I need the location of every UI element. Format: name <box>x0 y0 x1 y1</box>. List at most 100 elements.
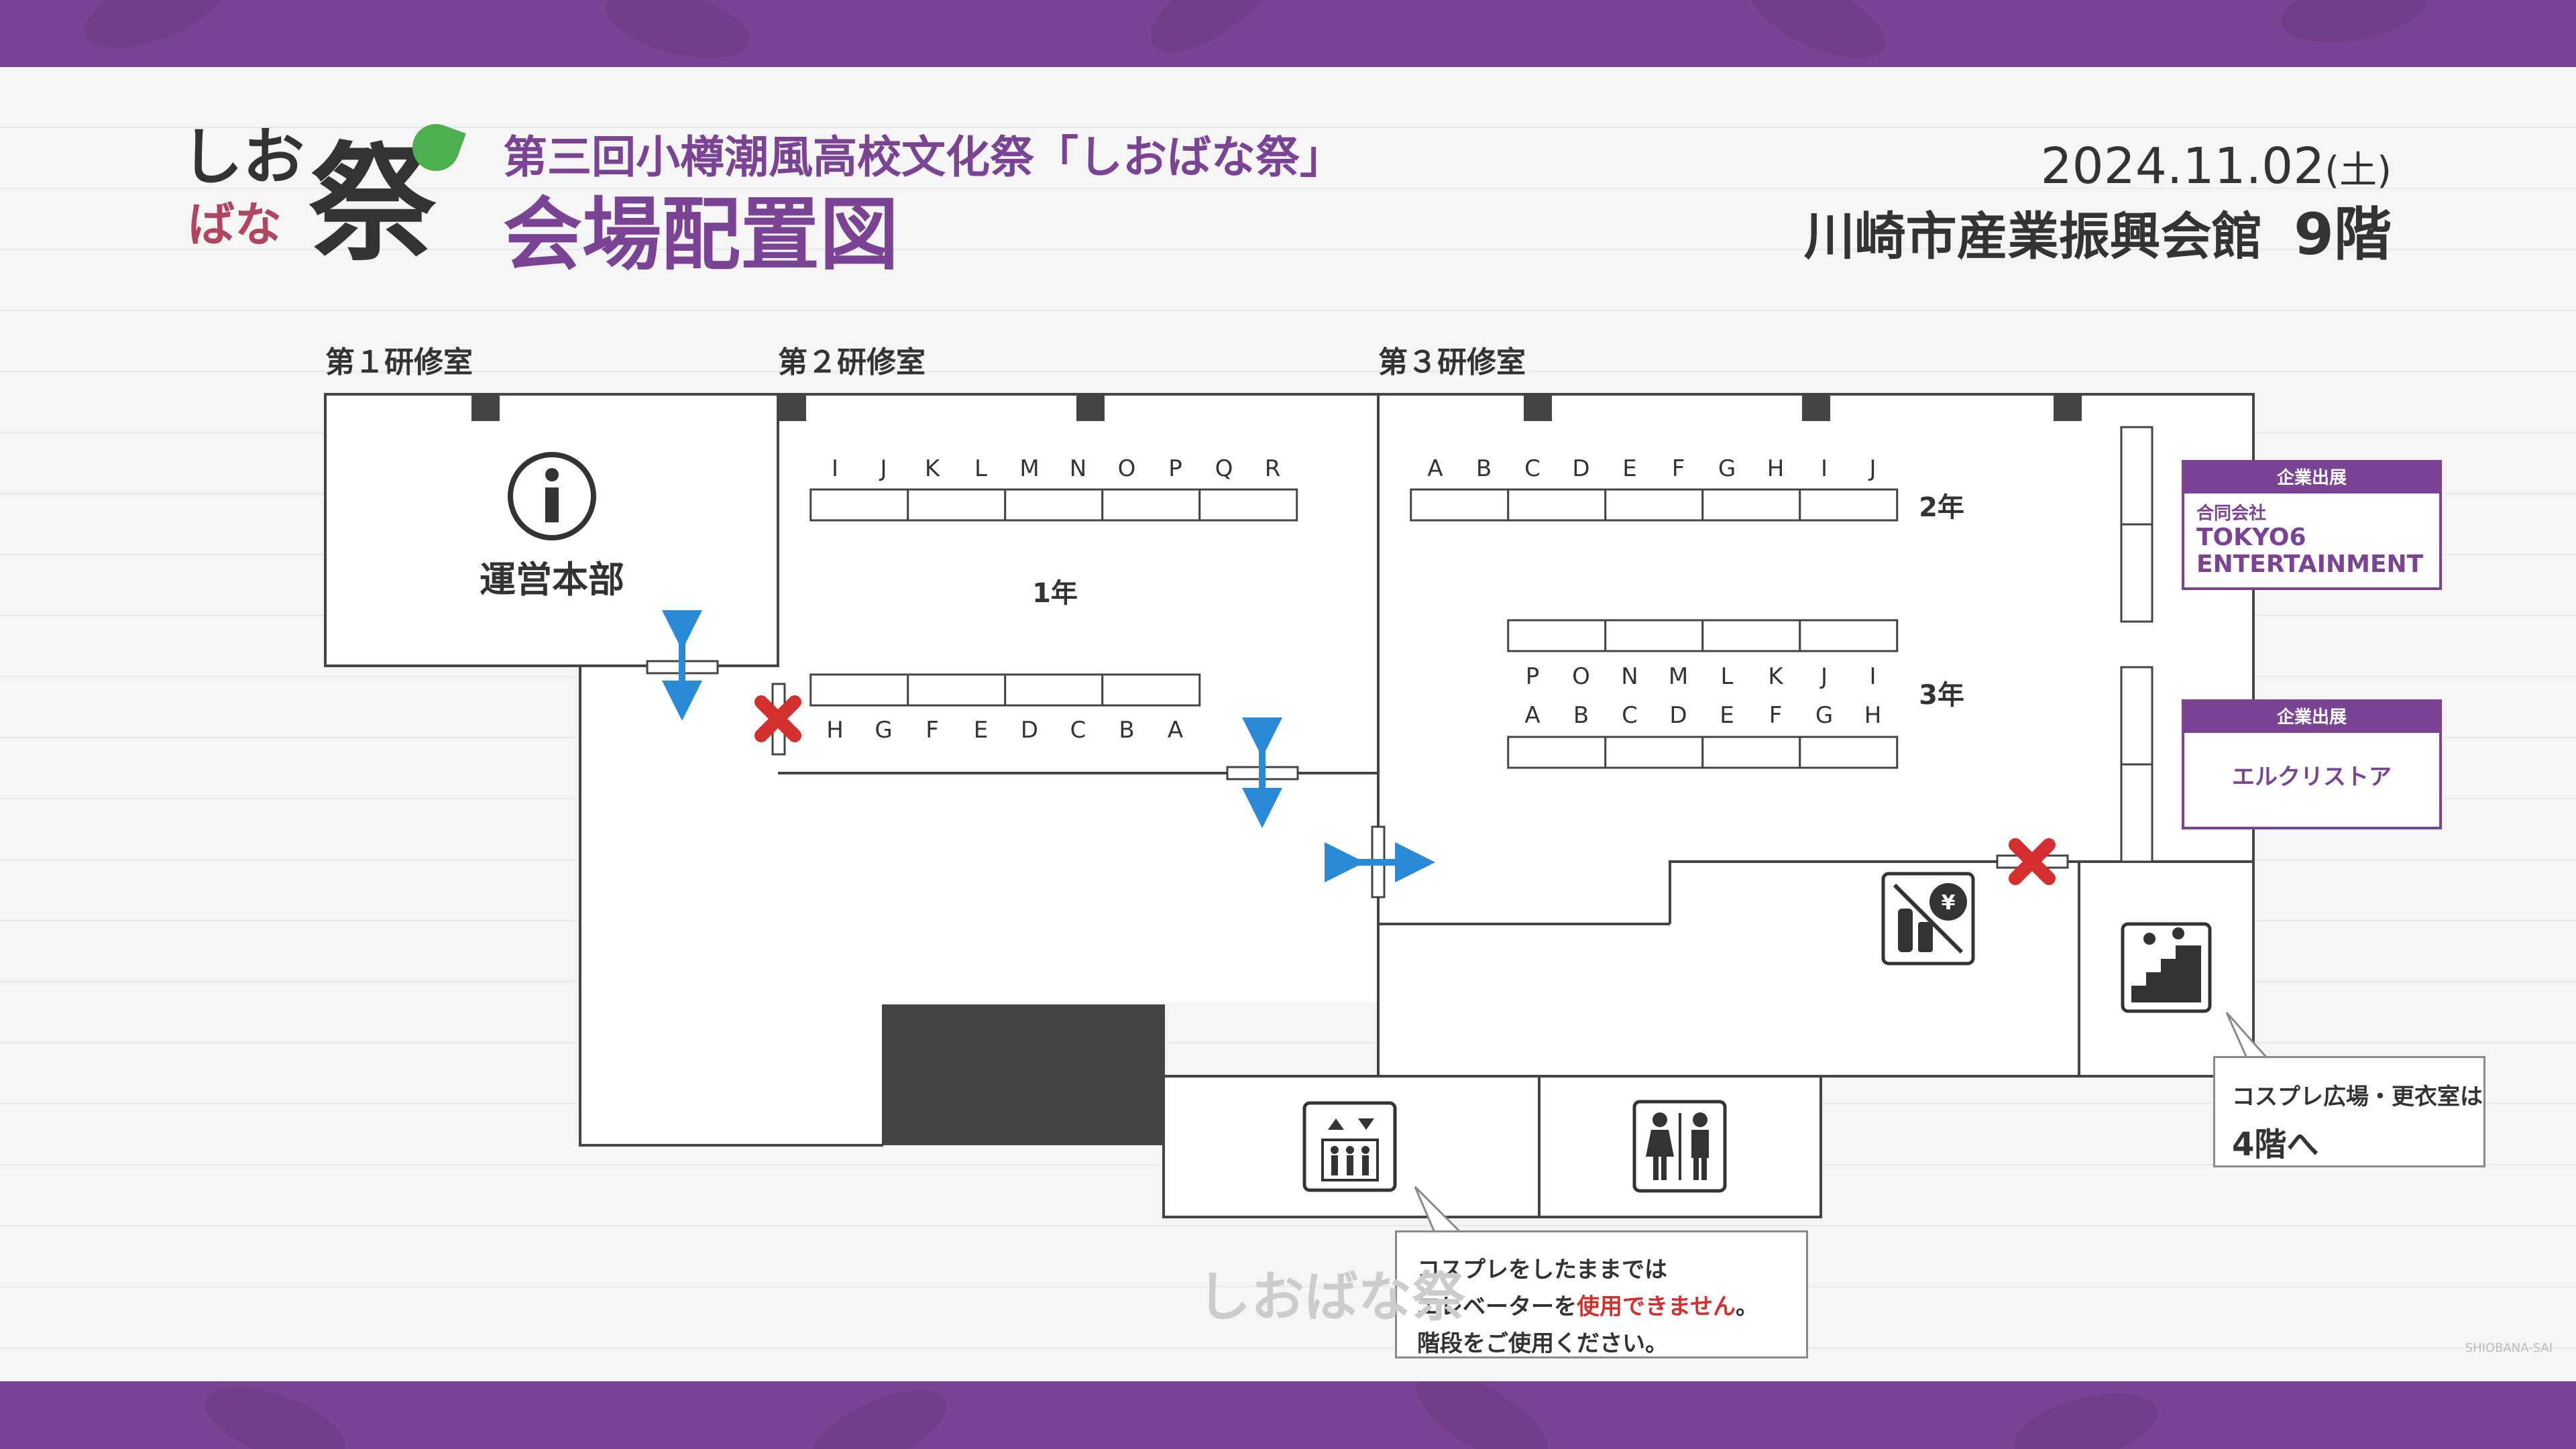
elevator-callout: コスプレをしたままでは エレベーターを使用できません。 階段をご使用ください。 <box>1395 1230 1808 1358</box>
event-logo: しお ばな 祭 <box>181 117 469 278</box>
booth-label: P <box>1168 455 1182 482</box>
logo-text-matsuri: 祭 <box>309 130 437 278</box>
info-label: 運営本部 <box>480 559 624 601</box>
elevator-note-warning: 使用できません <box>1577 1293 1736 1320</box>
elevator-note-line1: コスプレをしたままでは <box>1417 1257 1667 1283</box>
booth-table <box>1198 488 1298 522</box>
booth-table <box>1101 488 1201 522</box>
vending-machine-icon: ¥ <box>1881 872 1975 966</box>
booth-label: O <box>1572 663 1590 690</box>
venue-name: 川崎市産業振興会館 <box>1803 207 2263 266</box>
booth-table <box>1004 673 1104 707</box>
booth-label: O <box>1118 455 1136 482</box>
booth-table <box>1004 488 1104 522</box>
booth-label: B <box>1119 717 1134 744</box>
booth-label: M <box>1669 663 1688 690</box>
booth-table <box>1701 619 1801 652</box>
storage-block <box>882 1004 1164 1145</box>
stairs-icon <box>2121 922 2212 1013</box>
booth-label: P <box>1526 663 1540 690</box>
booth-table <box>1410 488 1510 522</box>
booth-label: I <box>1821 455 1828 482</box>
booth-label: D <box>1572 455 1589 482</box>
door-room2-bottom <box>1226 717 1299 828</box>
grade1-label: 1年 <box>1032 578 1078 609</box>
booth-label: C <box>1070 717 1086 744</box>
booth-table <box>1101 673 1201 707</box>
booth-table <box>1799 488 1899 522</box>
booth-table <box>1799 736 1899 769</box>
booth-label: F <box>1769 702 1783 729</box>
exhibitor1-name-line1: TOKYO6 <box>2196 524 2306 551</box>
door-room3-left <box>1325 825 1435 899</box>
booth-label: F <box>926 717 939 744</box>
restroom-icon <box>1632 1100 1727 1193</box>
exhibitor2-name: エルクリストア <box>2232 764 2392 791</box>
room3 <box>1377 393 2255 925</box>
booth-label: G <box>875 717 892 744</box>
stairs-note-line2: 4階へ <box>2232 1126 2319 1163</box>
booth-table <box>1507 736 1607 769</box>
booth-label: E <box>1720 702 1734 729</box>
booth-label: E <box>974 717 988 744</box>
booth-table <box>1701 736 1801 769</box>
date-main: 2024.11.02 <box>2040 137 2325 195</box>
booth-label: N <box>1621 663 1638 690</box>
grade3-label: 3年 <box>1919 680 1964 711</box>
booth-label: M <box>1019 455 1039 482</box>
booth-label: J <box>1819 663 1828 690</box>
booth-label: E <box>1622 455 1636 482</box>
floor-label: 9階 <box>2294 201 2392 268</box>
elevator-note-line3: 階段をご使用ください。 <box>1417 1330 1668 1357</box>
booth-table <box>907 673 1007 707</box>
booth-label: L <box>1721 663 1734 690</box>
exhibitor-box-2: 企業出展 エルクリストア <box>2182 699 2442 829</box>
booth-label: B <box>1476 455 1492 482</box>
door-room1 <box>646 610 719 721</box>
exhibitor-header-2: 企業出展 <box>2184 702 2439 733</box>
booth-label: K <box>925 455 941 482</box>
booth-table <box>1799 619 1899 652</box>
booth-table <box>1604 736 1704 769</box>
booth-label: H <box>1767 455 1785 482</box>
booth-label: J <box>879 455 887 482</box>
booth-label: D <box>1021 717 1038 744</box>
stairs-callout: コスプレ広場・更衣室は 4階へ <box>2213 1056 2485 1167</box>
blocked-x-icon <box>2009 838 2056 885</box>
booth-label: G <box>1815 702 1833 729</box>
elevator-icon <box>1302 1101 1397 1192</box>
stairs-note-line1: コスプレ広場・更衣室は <box>2232 1084 2483 1110</box>
booth-label: H <box>1864 702 1882 729</box>
exhibitor-box-1: 企業出展 合同会社 TOKYO6 ENTERTAINMENT <box>2182 460 2442 590</box>
booth-table <box>809 488 909 522</box>
venue-line: 川崎市産業振興会館 9階 <box>1804 205 2392 267</box>
elevator-note-line2-c: 。 <box>1735 1293 1758 1320</box>
booth-table <box>809 673 909 707</box>
date-day: (土) <box>2325 149 2392 192</box>
booth-table <box>1604 488 1704 522</box>
bottom-banner <box>0 1381 2576 1449</box>
booth-label: I <box>1869 663 1876 690</box>
booth-label: D <box>1669 702 1687 729</box>
booth-table <box>907 488 1007 522</box>
booth-label: G <box>1718 455 1736 482</box>
booth-table <box>1507 619 1607 652</box>
room1-label: 第１研修室 <box>325 345 473 380</box>
booth-table <box>1507 488 1607 522</box>
top-banner <box>0 0 2576 67</box>
booth-label: K <box>1768 663 1784 690</box>
logo-text-shio: しお <box>181 121 305 193</box>
credit-text: SHIOBANA-SAI <box>2465 1341 2553 1355</box>
booth-label: C <box>1524 455 1541 482</box>
elevator-note-line2: エレベーターを使用できません。 <box>1417 1288 1806 1321</box>
elevator-note-line2-a: エレベーターを <box>1417 1293 1577 1320</box>
booth-label: Q <box>1215 455 1233 482</box>
grade2-label: 2年 <box>1919 492 1964 523</box>
svg-text:¥: ¥ <box>1942 891 1956 915</box>
event-title: 第三回小樽潮風高校文化祭「しおばな祭」 <box>503 131 1344 183</box>
booth-label: A <box>1168 717 1183 744</box>
booth-label: B <box>1573 702 1589 729</box>
room3-label: 第３研修室 <box>1378 345 1526 380</box>
booth-table <box>1701 488 1801 522</box>
booth-label: J <box>1868 455 1876 482</box>
